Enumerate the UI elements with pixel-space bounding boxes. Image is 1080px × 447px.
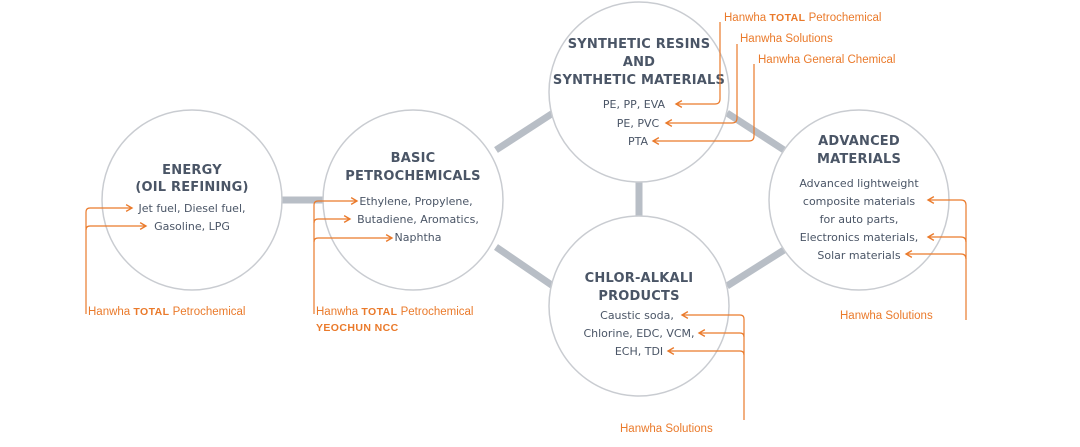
arrow-basic-1 bbox=[313, 197, 359, 314]
company-basic-2: YEOCHUN NCC bbox=[316, 322, 399, 334]
arrow-chlor-3 bbox=[666, 347, 745, 356]
energy-item-1: Jet fuel, Diesel fuel, bbox=[138, 202, 246, 215]
company-basic: Hanwha TOTAL Petrochemical bbox=[316, 306, 473, 318]
circle-chlor-alkali bbox=[548, 215, 730, 397]
advanced-item-5: Solar materials bbox=[817, 249, 900, 262]
connector-resins-advanced bbox=[725, 110, 786, 153]
chlor-item-3: ECH, TDI bbox=[615, 345, 663, 358]
arrow-chlor-1 bbox=[680, 311, 745, 420]
arrow-basic-3 bbox=[313, 234, 394, 243]
company-resins-2: Hanwha Solutions bbox=[740, 33, 833, 45]
chlor-title-line2: PRODUCTS bbox=[598, 289, 679, 304]
connector-basic-chlor bbox=[494, 244, 555, 289]
energy-item-2: Gasoline, LPG bbox=[154, 220, 230, 233]
basic-item-3: Naphtha bbox=[395, 231, 442, 244]
resins-item-2: PE, PVC bbox=[617, 117, 660, 130]
advanced-item-3: for auto parts, bbox=[820, 213, 899, 226]
chlor-title-line1: CHLOR-ALKALI bbox=[585, 271, 694, 286]
company-labels: Hanwha TOTAL Petrochemical Hanwha TOTAL … bbox=[88, 12, 933, 435]
node-advanced-materials: ADVANCED MATERIALS Advanced lightweight … bbox=[799, 134, 919, 262]
node-synthetic-resins: SYNTHETIC RESINS AND SYNTHETIC MATERIALS… bbox=[553, 37, 725, 148]
arrow-chlor-2 bbox=[697, 329, 745, 338]
arrow-resins-2 bbox=[664, 44, 738, 127]
node-energy: ENERGY (OIL REFINING) Jet fuel, Diesel f… bbox=[135, 163, 248, 233]
resins-title-line2: AND bbox=[623, 55, 655, 70]
company-arrows bbox=[85, 22, 967, 420]
arrow-advanced-3 bbox=[904, 250, 967, 260]
resins-item-1: PE, PP, EVA bbox=[603, 98, 666, 111]
company-resins-1: Hanwha TOTAL Petrochemical bbox=[724, 12, 881, 24]
chlor-item-2: Chlorine, EDC, VCM, bbox=[583, 327, 694, 340]
connector-basic-resins bbox=[494, 110, 555, 153]
company-energy: Hanwha TOTAL Petrochemical bbox=[88, 306, 245, 318]
circle-synthetic-resins bbox=[548, 1, 730, 183]
arrow-energy-2 bbox=[85, 222, 148, 231]
resins-title-line1: SYNTHETIC RESINS bbox=[568, 37, 711, 52]
company-resins-3: Hanwha General Chemical bbox=[758, 54, 895, 66]
company-advanced: Hanwha Solutions bbox=[840, 310, 933, 322]
arrow-energy-1 bbox=[85, 204, 134, 314]
energy-title-line1: ENERGY bbox=[162, 163, 222, 178]
node-basic-petrochemicals: BASIC PETROCHEMICALS Ethylene, Propylene… bbox=[345, 151, 480, 244]
basic-item-2: Butadiene, Aromatics, bbox=[357, 213, 479, 226]
connector-chlor-advanced bbox=[725, 247, 786, 289]
arrow-resins-3 bbox=[651, 64, 755, 145]
arrow-advanced-2 bbox=[926, 233, 967, 243]
basic-title-line1: BASIC bbox=[391, 151, 436, 166]
advanced-title-line1: ADVANCED bbox=[818, 134, 900, 149]
basic-title-line2: PETROCHEMICALS bbox=[345, 169, 480, 184]
node-chlor-alkali: CHLOR-ALKALI PRODUCTS Caustic soda, Chlo… bbox=[583, 271, 694, 358]
circle-basic-petrochemicals bbox=[322, 109, 504, 291]
arrow-basic-2 bbox=[313, 215, 352, 224]
advanced-item-4: Electronics materials, bbox=[800, 231, 919, 244]
energy-title-line2: (OIL REFINING) bbox=[135, 180, 248, 195]
arrow-advanced-1 bbox=[926, 196, 967, 320]
advanced-item-2: composite materials bbox=[803, 195, 915, 208]
circle-energy bbox=[101, 109, 283, 291]
basic-item-1: Ethylene, Propylene, bbox=[359, 195, 472, 208]
company-chlor: Hanwha Solutions bbox=[620, 423, 713, 435]
arrow-resins-1 bbox=[674, 22, 721, 108]
advanced-title-line2: MATERIALS bbox=[817, 152, 901, 167]
resins-item-3: PTA bbox=[628, 135, 648, 148]
advanced-item-1: Advanced lightweight bbox=[799, 177, 919, 190]
resins-title-line3: SYNTHETIC MATERIALS bbox=[553, 73, 725, 88]
chlor-item-1: Caustic soda, bbox=[600, 309, 674, 322]
